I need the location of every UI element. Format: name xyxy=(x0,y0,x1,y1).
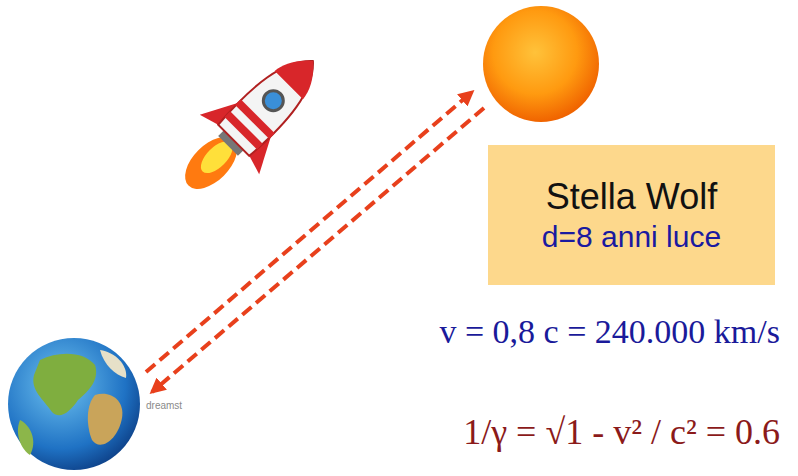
dashed-arrow xyxy=(146,92,472,372)
continent xyxy=(100,350,126,378)
continent xyxy=(88,394,123,445)
rocket-window xyxy=(259,87,287,115)
rocket-stripe xyxy=(225,111,263,149)
dashed-arrow xyxy=(152,108,484,392)
watermark: dreamst xyxy=(146,400,182,412)
continent xyxy=(33,354,96,416)
rocket-nose xyxy=(275,47,327,99)
rocket-body xyxy=(217,45,329,157)
earth xyxy=(8,338,140,470)
continent xyxy=(18,420,33,455)
label-box: Stella Wolfd=8 anni luce xyxy=(488,145,775,285)
star xyxy=(483,6,599,122)
formula: 1/γ = √1 - v² / c² = 0.6 xyxy=(463,412,780,453)
formula: v = 0,8 c = 240.000 km/s xyxy=(439,312,780,351)
rocket xyxy=(159,31,343,215)
star-name: Stella Wolf xyxy=(546,175,717,218)
distance-label: d=8 anni luce xyxy=(542,219,721,255)
earth-globe xyxy=(8,338,140,470)
